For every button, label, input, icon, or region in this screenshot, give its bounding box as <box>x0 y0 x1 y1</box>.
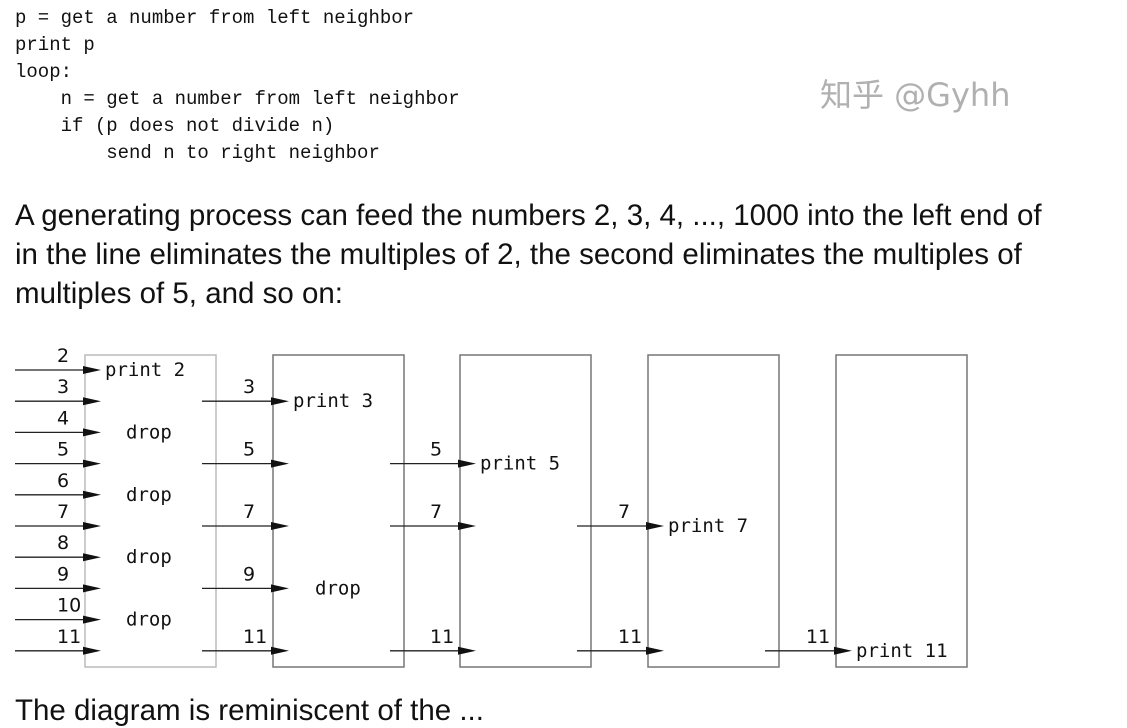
number-label: 8 <box>57 532 69 554</box>
print-label: print 11 <box>856 640 948 662</box>
description-paragraph: A generating process can feed the number… <box>15 196 1127 313</box>
number-label: 7 <box>618 501 630 523</box>
code-line: loop: <box>15 61 73 83</box>
input-arrow-arrowhead <box>83 459 101 468</box>
number-label: 11 <box>806 626 830 648</box>
input-arrow-arrowhead <box>271 397 289 406</box>
input-arrow-arrowhead <box>458 522 476 530</box>
number-label: 11 <box>243 626 267 648</box>
print-label: print 3 <box>293 390 373 412</box>
print-label: print 5 <box>480 453 560 475</box>
input-arrow-arrowhead <box>83 553 101 562</box>
number-label: 7 <box>430 501 442 523</box>
number-label: 2 <box>57 345 69 367</box>
pseudocode-block: p = get a number from left neighbor prin… <box>15 5 460 167</box>
number-label: 3 <box>243 376 255 398</box>
input-arrow-arrowhead <box>271 459 289 468</box>
input-arrow-arrowhead <box>834 646 852 655</box>
prime-sieve-diagram: 2 3 4 5 6 7 8 9 10 11 print 2 drop drop drop drop 3 5 7 9 1… <box>15 345 968 668</box>
input-arrow-arrowhead <box>83 490 101 499</box>
stage-box <box>459 354 592 668</box>
drop-label: drop <box>126 421 172 443</box>
number-label: 5 <box>243 439 255 461</box>
code-line: p = get a number from left neighbor <box>15 7 415 29</box>
input-arrow-arrowhead <box>83 397 101 406</box>
number-label: 11 <box>57 626 81 648</box>
input-arrow-arrowhead <box>83 584 101 593</box>
number-label: 7 <box>57 501 69 523</box>
stage-box <box>647 354 780 668</box>
number-label: 10 <box>57 595 81 617</box>
drop-label: drop <box>126 546 172 568</box>
input-arrow-arrowhead <box>83 428 101 437</box>
drop-label: drop <box>126 609 172 631</box>
paragraph-line: in the line eliminates the multiples of … <box>15 238 1022 271</box>
number-label: 11 <box>618 626 642 648</box>
number-label: 3 <box>57 376 69 398</box>
input-arrow-arrowhead <box>646 646 664 655</box>
number-label: 11 <box>430 626 454 648</box>
number-label: 5 <box>430 439 442 461</box>
code-line: if (p does not divide n) <box>15 115 335 137</box>
input-arrow-arrowhead <box>271 646 289 655</box>
stage-box <box>272 354 405 668</box>
input-arrow-arrowhead <box>83 522 101 530</box>
paragraph-line: multiples of 5, and so on: <box>15 277 343 310</box>
number-label: 4 <box>57 407 69 429</box>
paragraph-line: A generating process can feed the number… <box>15 199 1042 232</box>
input-arrow-arrowhead <box>271 584 289 593</box>
watermark: 知乎 @Gyhh <box>820 76 1011 114</box>
input-arrow-arrowhead <box>458 646 476 655</box>
code-line: send n to right neighbor <box>15 142 380 164</box>
input-arrow-arrowhead <box>271 522 289 530</box>
print-label: print 2 <box>105 359 185 381</box>
stage-box <box>84 354 217 668</box>
number-label: 9 <box>57 563 69 585</box>
input-arrow-arrowhead <box>458 459 476 468</box>
drop-label: drop <box>315 577 361 599</box>
input-arrow-arrowhead <box>83 615 101 624</box>
drop-label: drop <box>126 484 172 506</box>
number-label: 7 <box>243 501 255 523</box>
next-paragraph-partial: The diagram is reminiscent of the ... <box>15 694 484 727</box>
number-label: 6 <box>57 470 69 492</box>
print-label: print 7 <box>668 515 748 537</box>
number-label: 5 <box>57 439 69 461</box>
code-line: n = get a number from left neighbor <box>15 88 460 110</box>
input-arrow-arrowhead <box>83 646 101 655</box>
input-arrow-arrowhead <box>83 366 101 374</box>
input-arrow-arrowhead <box>646 522 664 530</box>
code-line: print p <box>15 34 95 56</box>
number-label: 9 <box>243 563 255 585</box>
stage-box <box>835 354 968 668</box>
